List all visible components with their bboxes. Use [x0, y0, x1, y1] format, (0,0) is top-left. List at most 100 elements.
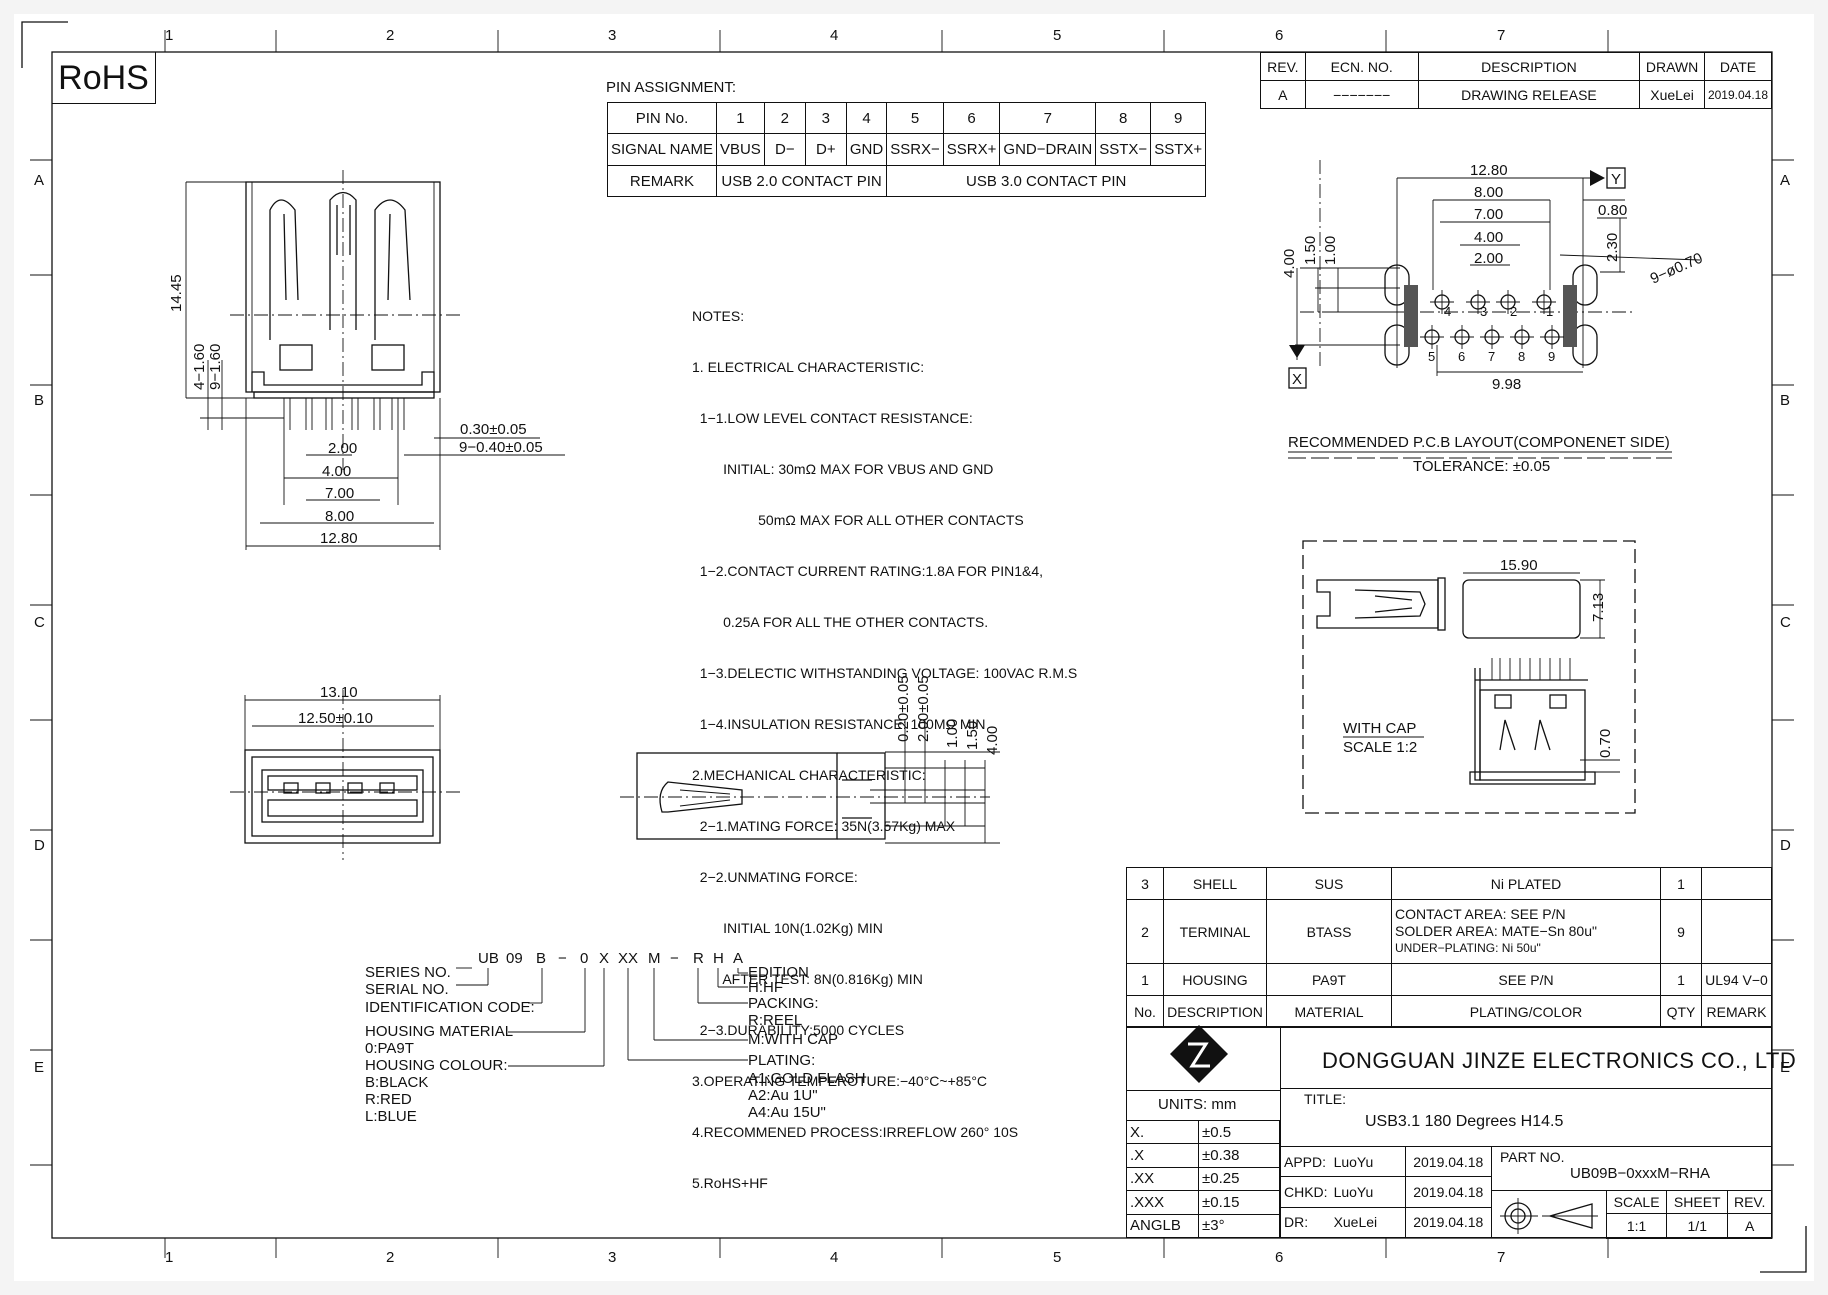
- svg-text:A4:Au 15U": A4:Au 15U": [748, 1104, 826, 1121]
- cap-label-with-cap: WITH CAP: [1343, 720, 1416, 737]
- svg-text:4: 4: [830, 1249, 838, 1266]
- pin-4: 4: [845, 102, 888, 134]
- svg-text:A2:Au 1U": A2:Au 1U": [748, 1087, 818, 1104]
- pcb-hole-label: 9−ø0.70: [1648, 250, 1706, 288]
- pcb-dim-7-00: 7.00: [1474, 206, 1503, 223]
- pcb-layout: 12.80 8.00 7.00 4.00 2.00 0.80 2.30 4.00…: [1281, 160, 1705, 475]
- svg-text:B: B: [34, 392, 44, 409]
- bom-header-no: No.: [1126, 995, 1164, 1028]
- svg-text:1: 1: [165, 1249, 173, 1266]
- dim-7-00: 7.00: [325, 485, 354, 502]
- approvals-table: APPD: LuoYu 2019.04.18 CHKD: LuoYu 2019.…: [1279, 1145, 1493, 1239]
- drawing-sheet: [14, 14, 1814, 1281]
- approval-role: APPD:: [1279, 1145, 1331, 1178]
- datum-y: Y: [1611, 171, 1621, 188]
- pcb-dim-4-00: 4.00: [1474, 229, 1503, 246]
- svg-text:B: B: [1780, 392, 1790, 409]
- svg-text:SERIAL NO.: SERIAL NO.: [365, 981, 449, 998]
- cap-dim-0-70: 0.70: [1597, 729, 1614, 758]
- part-code-left-labels: SERIES NO. SERIAL NO. IDENTIFICATION COD…: [365, 964, 535, 1125]
- notes-line: 0.25A FOR ALL THE OTHER CONTACTS.: [692, 614, 989, 630]
- dim-4-00: 4.00: [322, 463, 351, 480]
- dim-0-30: 0.30±0.05: [460, 421, 527, 438]
- dim-4-00-side: 4.00: [984, 726, 1001, 755]
- dim-2-00-side: 2.00±0.05: [915, 675, 932, 742]
- tol-label: .X: [1126, 1143, 1199, 1168]
- svg-text:M:WITH CAP: M:WITH CAP: [748, 1031, 838, 1048]
- pcb-dim-12-80: 12.80: [1470, 162, 1508, 179]
- notes-line: 1. ELECTRICAL CHARACTERISTIC:: [692, 359, 925, 375]
- pcb-pin-6: 6: [1458, 349, 1465, 364]
- drawn-value: XueLei: [1639, 80, 1705, 109]
- part-code-right-labels: EDITION H:HF PACKING: R:REEL M:WITH CAP …: [748, 964, 866, 1121]
- bom-plate-line: UNDER−PLATING: Ni 50u": [1395, 941, 1541, 955]
- pcb-dim-9-98: 9.98: [1492, 376, 1521, 393]
- svg-text:C: C: [34, 614, 45, 631]
- rev-header-tb: REV.: [1727, 1190, 1772, 1214]
- tol-value: ±0.25: [1198, 1166, 1280, 1192]
- bom-mat: PA9T: [1266, 963, 1392, 996]
- dim-1-50-side: 1.50: [964, 721, 981, 750]
- tol-label: ANGLB: [1126, 1213, 1199, 1239]
- svg-text:2: 2: [386, 1249, 394, 1266]
- remark-usb2: USB 2.0 CONTACT PIN: [715, 165, 888, 197]
- svg-text:D: D: [34, 837, 45, 854]
- zone-ticks: [30, 30, 1794, 1258]
- notes-line: INITIAL: 30mΩ MAX FOR VBUS AND GND: [692, 461, 994, 477]
- cap-view: 15.90 7.13 0.70 WITH CAP SCALE 1:2: [1302, 540, 1636, 814]
- bom-plate-line: SOLDER AREA: MATE−Sn 80u": [1395, 923, 1597, 939]
- projection-symbol: [1500, 1198, 1598, 1234]
- pin-1: 1: [715, 102, 765, 134]
- dim-14-45: 14.45: [168, 274, 185, 312]
- code-xx: XX: [618, 950, 638, 967]
- approval-date: 2019.04.18: [1404, 1145, 1493, 1178]
- svg-text:3: 3: [608, 27, 616, 44]
- signal-9: SSTX+: [1150, 133, 1207, 166]
- svg-text:C: C: [1780, 614, 1791, 631]
- bom-mat: BTASS: [1266, 899, 1392, 964]
- pin-7: 7: [999, 102, 1097, 134]
- title-block-divider: [1126, 1090, 1280, 1091]
- drawing-border: [51, 51, 1773, 1239]
- approval-name: LuoYu: [1330, 1176, 1406, 1208]
- approval-name: LuoYu: [1330, 1145, 1406, 1178]
- remark-header-label: REMARK: [607, 165, 717, 197]
- side-view: 0.20±0.05 2.00±0.05 1.00 1.50 4.00: [620, 675, 1001, 844]
- code-x: X: [599, 950, 609, 967]
- svg-text:IDENTIFICATION CODE:: IDENTIFICATION CODE:: [365, 999, 535, 1016]
- tol-value: ±0.5: [1198, 1119, 1280, 1145]
- code-a: A: [733, 950, 743, 967]
- notes-line: 1−1.LOW LEVEL CONTACT RESISTANCE:: [692, 410, 973, 426]
- svg-text:5: 5: [1053, 1249, 1061, 1266]
- bom-desc: HOUSING: [1163, 963, 1267, 996]
- cap-label-scale: SCALE 1:2: [1343, 739, 1417, 756]
- bom-remark: UL94 V−0: [1701, 963, 1772, 996]
- tolerance-table: X.±0.5 .X±0.38 .XX±0.25 .XXX±0.15 ANGLB±…: [1126, 1119, 1280, 1239]
- description-header: DESCRIPTION: [1417, 52, 1641, 81]
- approval-name: XueLei: [1330, 1206, 1406, 1239]
- tol-value: ±0.15: [1198, 1190, 1280, 1215]
- bom-header-remark: REMARK: [1701, 995, 1772, 1028]
- description-value: DRAWING RELEASE: [1417, 80, 1641, 109]
- dim-12-80: 12.80: [320, 530, 358, 547]
- tol-label: X.: [1126, 1119, 1199, 1145]
- dim-4-1-60: 4−1.60: [191, 344, 208, 390]
- svg-text:6: 6: [1275, 27, 1283, 44]
- cap-dim-15-90: 15.90: [1500, 557, 1538, 574]
- approval-date: 2019.04.18: [1404, 1206, 1493, 1239]
- notes-line: 2.MECHANICAL CHARACTERISTIC:: [692, 767, 926, 783]
- svg-text:4: 4: [830, 27, 838, 44]
- pin-9: 9: [1150, 102, 1207, 134]
- tol-value: ±0.38: [1198, 1143, 1280, 1168]
- svg-text:A1:GOLD FLASH: A1:GOLD FLASH: [748, 1070, 866, 1087]
- pin-assignment-title: PIN ASSIGNMENT:: [606, 79, 737, 96]
- svg-text:A: A: [34, 172, 44, 189]
- face-view: 13.10 12.50±0.10: [230, 684, 460, 860]
- notes-line: 2−1.MATING FORCE: 35N(3.57Kg) MAX: [692, 818, 956, 834]
- pcb-pin-2: 2: [1510, 304, 1517, 319]
- code-0: 0: [580, 950, 588, 967]
- pcb-pin-1: 1: [1546, 304, 1553, 319]
- bom-desc: TERMINAL: [1163, 899, 1267, 964]
- svg-text:E: E: [1780, 1059, 1790, 1076]
- bom-qty: 9: [1660, 899, 1702, 964]
